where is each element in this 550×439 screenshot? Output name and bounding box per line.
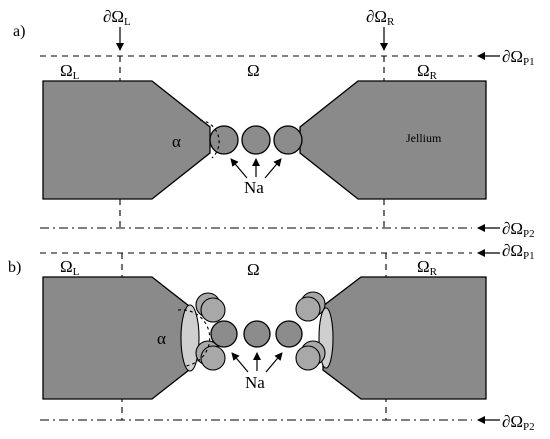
panel-b-label: b) [8, 259, 21, 276]
na-arrow [265, 352, 283, 373]
na-atom [295, 345, 321, 371]
boundary-top-label: ∂ΩP1 [502, 47, 535, 68]
domain-center-label: Ω [247, 61, 260, 80]
boundary-bottom-label: ∂ΩP2 [502, 219, 535, 240]
na-atom [273, 125, 303, 155]
angle-label: α [172, 132, 181, 151]
boundary-top-label: ∂ΩP1 [502, 241, 535, 262]
na-arrow [264, 158, 282, 179]
angle-arc [199, 119, 220, 159]
boundary-left-label: ∂ΩL [103, 7, 131, 28]
right-lead [299, 80, 487, 200]
na-label: Na [245, 373, 265, 392]
na-atom [200, 345, 226, 371]
na-label: Na [244, 178, 264, 197]
domain-center-label: Ω [247, 260, 260, 279]
left-interface-atoms [180, 304, 200, 372]
domain-left-label: ΩL [60, 61, 80, 82]
jellium-label: Jellium [406, 131, 442, 145]
na-atom [209, 125, 239, 155]
left-lead [42, 276, 190, 400]
panel-a-label: a) [13, 23, 25, 40]
angle-arc [177, 309, 211, 367]
left-lead [42, 80, 211, 200]
domain-left-label: ΩL [60, 257, 80, 278]
domain-right-label: ΩR [417, 61, 438, 82]
panel-a: a) α Na ΩL Ω ΩR Jellium ∂ΩL ∂ΩR ∂ΩP1 [13, 7, 535, 240]
na-atom [295, 296, 321, 322]
na-atom [243, 320, 271, 348]
angle-label: α [157, 329, 166, 348]
na-atom [200, 297, 226, 323]
boundary-right-label: ∂ΩR [366, 7, 395, 28]
na-atom [241, 125, 271, 155]
right-lead [322, 276, 487, 400]
na-atom [210, 320, 238, 348]
boundary-bottom-label: ∂ΩP2 [502, 412, 535, 433]
na-arrow [231, 352, 249, 373]
panel-b: b) α Na ΩL Ω ΩR [8, 241, 535, 433]
na-arrow [230, 158, 248, 179]
domain-right-label: ΩR [417, 257, 438, 278]
na-atom [275, 320, 303, 348]
